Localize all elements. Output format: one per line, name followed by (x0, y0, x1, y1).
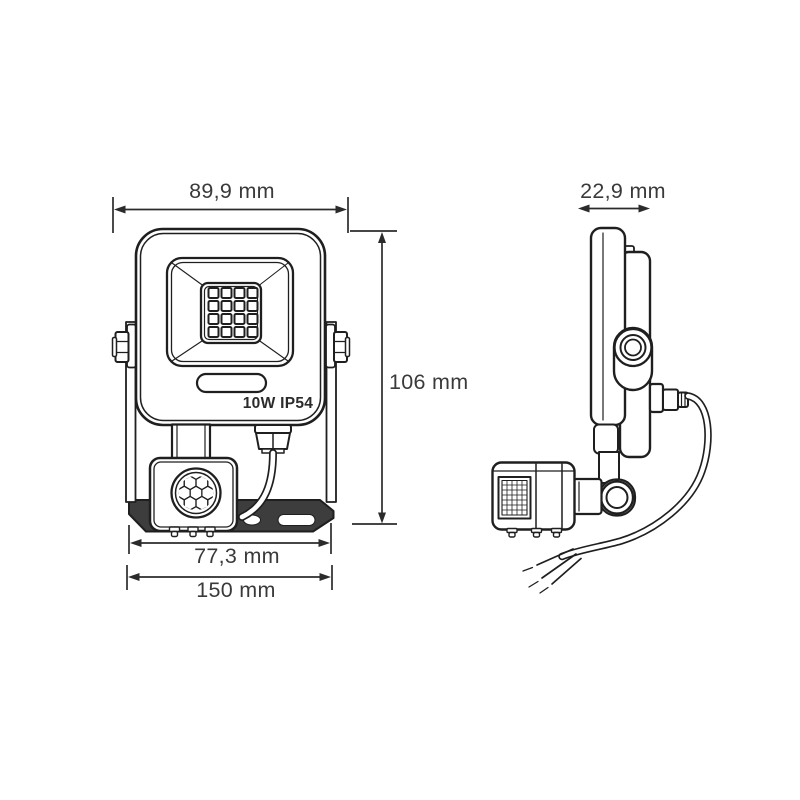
front-view-drawing (111, 227, 351, 538)
dimension-total-length (126, 565, 333, 590)
dimension-side-depth (578, 204, 650, 213)
sensor-neck (170, 423, 212, 460)
power-cable-side (558, 392, 712, 561)
bracket-arm-right (325, 321, 351, 503)
side-depth-dimension-label: 22,9 mm (580, 179, 666, 203)
dimension-front-width (112, 197, 349, 233)
total-length-dimension-label: 150 mm (196, 578, 276, 602)
pir-lens-side-icon (497, 476, 532, 520)
bracket-hole-slot (277, 514, 316, 526)
mount-width-dimension-label: 77,3 mm (194, 544, 280, 568)
lower-neck-side (598, 451, 620, 484)
label-recess (195, 372, 268, 394)
bracket-pivot-upper (612, 326, 654, 392)
dimension-lines (112, 197, 650, 590)
power-rating-label: 10W IP54 (242, 395, 314, 412)
height-dimension-label: 106 mm (389, 370, 469, 394)
pir-lens-icon (170, 467, 222, 519)
dimension-mount-width (128, 523, 332, 554)
sensor-terminals-side (506, 527, 563, 538)
sensor-terminals-front (168, 526, 216, 538)
bracket-pivot-lower (597, 478, 637, 517)
bracket-arm-left (111, 321, 137, 503)
cable-gland-side (648, 382, 689, 414)
bolt-knob-left (114, 331, 130, 363)
led-chip-grid (207, 287, 259, 338)
power-cable-front (238, 449, 277, 521)
front-width-dimension-label: 89,9 mm (189, 179, 275, 203)
pir-sensor-front (148, 456, 239, 538)
led-panel (199, 281, 263, 345)
pir-sensor-side (491, 461, 603, 538)
cable-gland-front (254, 424, 292, 454)
dimension-height (350, 230, 397, 525)
slab-bottom-rim (593, 423, 619, 455)
front-slab-side (589, 226, 627, 427)
side-view-drawing (491, 226, 712, 594)
stripped-wires (522, 548, 582, 594)
